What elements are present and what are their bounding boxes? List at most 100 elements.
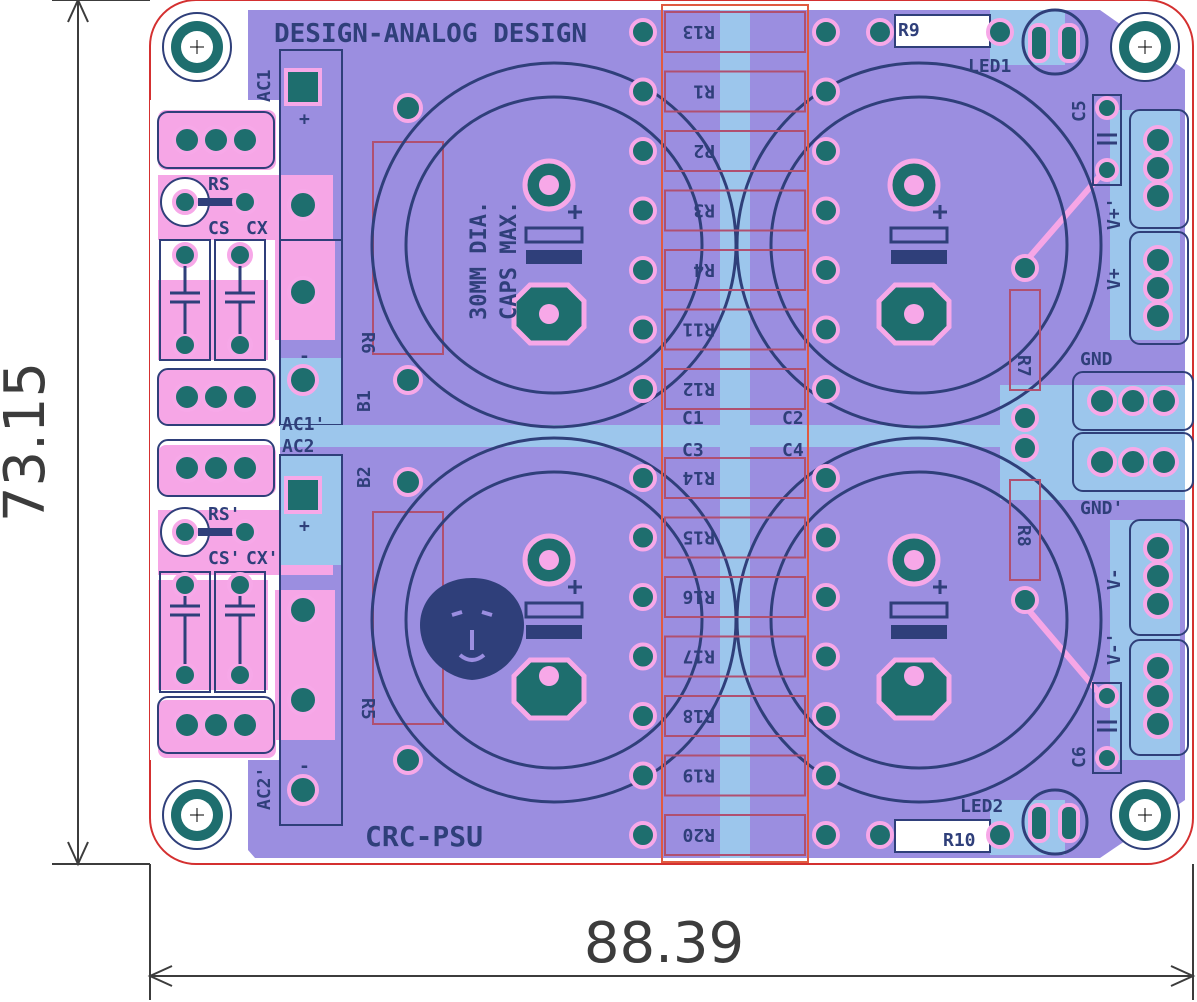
label-c5: C5 [1069, 100, 1090, 122]
label-gnd-prime: GND' [1080, 498, 1123, 519]
resistor-label-r13: R13 [682, 21, 715, 42]
resistor-pad [812, 583, 840, 611]
resistor-pad [812, 821, 840, 849]
resistor-pad [812, 375, 840, 403]
left-terminal-outlines [157, 111, 275, 754]
resistor-pad [812, 137, 840, 165]
bridge-pads [284, 68, 322, 806]
resistor-pad [629, 821, 657, 849]
resistor-pad [629, 315, 657, 344]
resistor-label-r20: R20 [682, 824, 715, 845]
resistor-label-r2: R2 [693, 140, 715, 161]
label-cx-prime: CX' [246, 548, 279, 569]
resistor-label-r14: R14 [682, 467, 715, 488]
resistor-pad [629, 642, 657, 671]
label-c1: C1 [682, 408, 704, 429]
label-c6: C6 [1069, 746, 1090, 768]
resistor-body [664, 576, 806, 618]
dimension-width-label: 88.39 [584, 911, 744, 976]
resistor-label-r16: R16 [682, 586, 715, 607]
resistor-pad [629, 523, 657, 552]
label-cs: CS [208, 218, 230, 239]
label-bridge-plus-bottom: + [299, 516, 310, 537]
label-cs-prime: CS' [208, 548, 241, 569]
label-cx: CX [246, 218, 268, 239]
label-r8: R8 [1013, 525, 1034, 547]
resistor-pad [629, 256, 657, 284]
label-vplus: V+ [1104, 268, 1125, 290]
resistor-pad [812, 315, 840, 344]
label-vminus-prime: V-' [1104, 632, 1125, 665]
resistor-pad [629, 375, 657, 403]
resistor-body [664, 516, 806, 559]
resistor-pad [629, 702, 657, 730]
label-ac1: AC1 [254, 69, 275, 102]
label-c4: C4 [782, 440, 804, 461]
resistor-label-r4: R4 [693, 259, 715, 280]
label-rs-prime: RS' [208, 504, 241, 525]
snubber-bottom [159, 507, 266, 693]
dimension-annotations [52, 0, 1196, 1000]
resistor-body [664, 754, 806, 797]
resistor-body [664, 635, 806, 678]
label-ac2-prime: AC2' [254, 767, 275, 810]
resistor-pad [812, 523, 840, 552]
board-name: CRC-PSU [365, 820, 483, 853]
resistor-pad [629, 18, 657, 46]
label-c3: C3 [682, 440, 704, 461]
resistor-body [664, 249, 806, 291]
label-r5: R5 [357, 698, 378, 720]
resistor-body [664, 457, 806, 499]
label-rs: RS [208, 174, 230, 195]
resistor-body [664, 70, 806, 113]
resistor-pad [812, 196, 840, 225]
resistor-body [664, 189, 806, 232]
lion-logo [420, 578, 524, 680]
label-ac2: AC2 [282, 436, 315, 457]
resistor-label-r1: R1 [693, 81, 715, 102]
label-r7: R7 [1013, 355, 1034, 377]
label-gnd: GND [1080, 349, 1113, 370]
resistor-body [664, 814, 806, 856]
resistor-pad [812, 642, 840, 671]
label-c2: C2 [782, 408, 804, 429]
resistor-pad [629, 77, 657, 106]
resistor-pad [629, 137, 657, 165]
label-vminus: V- [1104, 568, 1125, 590]
resistor-pad [812, 702, 840, 730]
label-led1: LED1 [968, 56, 1011, 77]
resistor-label-r11: R11 [682, 319, 715, 340]
resistor-label-r15: R15 [682, 527, 715, 548]
label-b2: B2 [354, 466, 375, 488]
label-vplus-prime: V+' [1104, 197, 1125, 230]
resistor-pad [812, 761, 840, 790]
dimension-height-label: 73.15 [0, 362, 58, 522]
label-b1: B1 [354, 390, 375, 412]
cap-note-line2: CAPS MAX. [497, 201, 522, 320]
board-title: DESIGN-ANALOG DESIGN [274, 19, 587, 49]
resistor-bank-outline [661, 4, 809, 863]
right-components [866, 8, 1122, 856]
resistor-body [664, 308, 806, 351]
label-led2: LED2 [960, 796, 1003, 817]
left-terminals [172, 125, 260, 740]
resistor-label-r17: R17 [682, 646, 715, 667]
resistor-pad [629, 761, 657, 790]
resistor-pad [812, 256, 840, 284]
right-terminals [1072, 109, 1194, 756]
label-r9: R9 [898, 20, 920, 41]
resistor-pad [812, 18, 840, 46]
resistor-pad [629, 464, 657, 492]
resistor-pad [629, 583, 657, 611]
capacitors-outlines [370, 61, 1103, 804]
label-r6: R6 [357, 332, 378, 354]
resistor-label-r19: R19 [682, 765, 715, 786]
capacitors-pads [511, 158, 952, 721]
label-ac1-prime: AC1' [282, 414, 325, 435]
resistor-body [664, 11, 806, 53]
resistor-body [664, 695, 806, 737]
label-bridge-minus-bottom: - [299, 756, 310, 777]
mounting-holes [162, 12, 1180, 850]
resistor-body [664, 368, 806, 410]
